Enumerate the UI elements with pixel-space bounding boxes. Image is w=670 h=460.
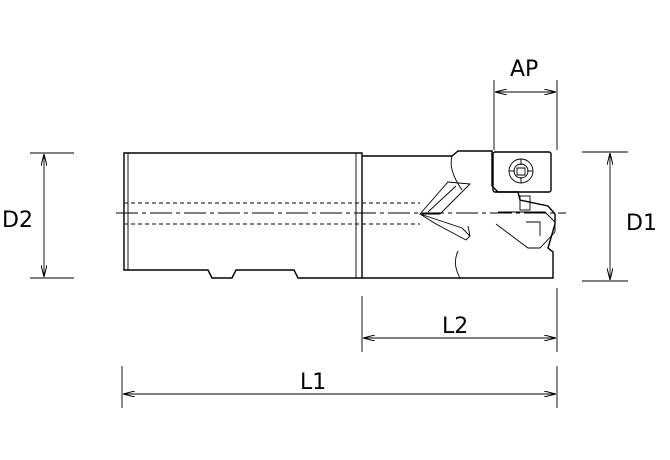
label-l2: L2 <box>442 314 468 339</box>
dimension-l1: L1 <box>121 366 558 408</box>
cutter-head <box>362 150 556 279</box>
cutting-insert <box>492 151 556 249</box>
dimension-d1: D1 <box>582 151 657 282</box>
label-l1: L1 <box>300 370 326 395</box>
label-d1: D1 <box>626 211 657 236</box>
dimension-l2: L2 <box>361 288 558 352</box>
dimension-d2: D2 <box>2 152 74 279</box>
label-d2: D2 <box>2 208 33 233</box>
shank <box>123 152 363 279</box>
dimension-ap: AP <box>493 57 558 150</box>
label-ap: AP <box>510 57 538 82</box>
